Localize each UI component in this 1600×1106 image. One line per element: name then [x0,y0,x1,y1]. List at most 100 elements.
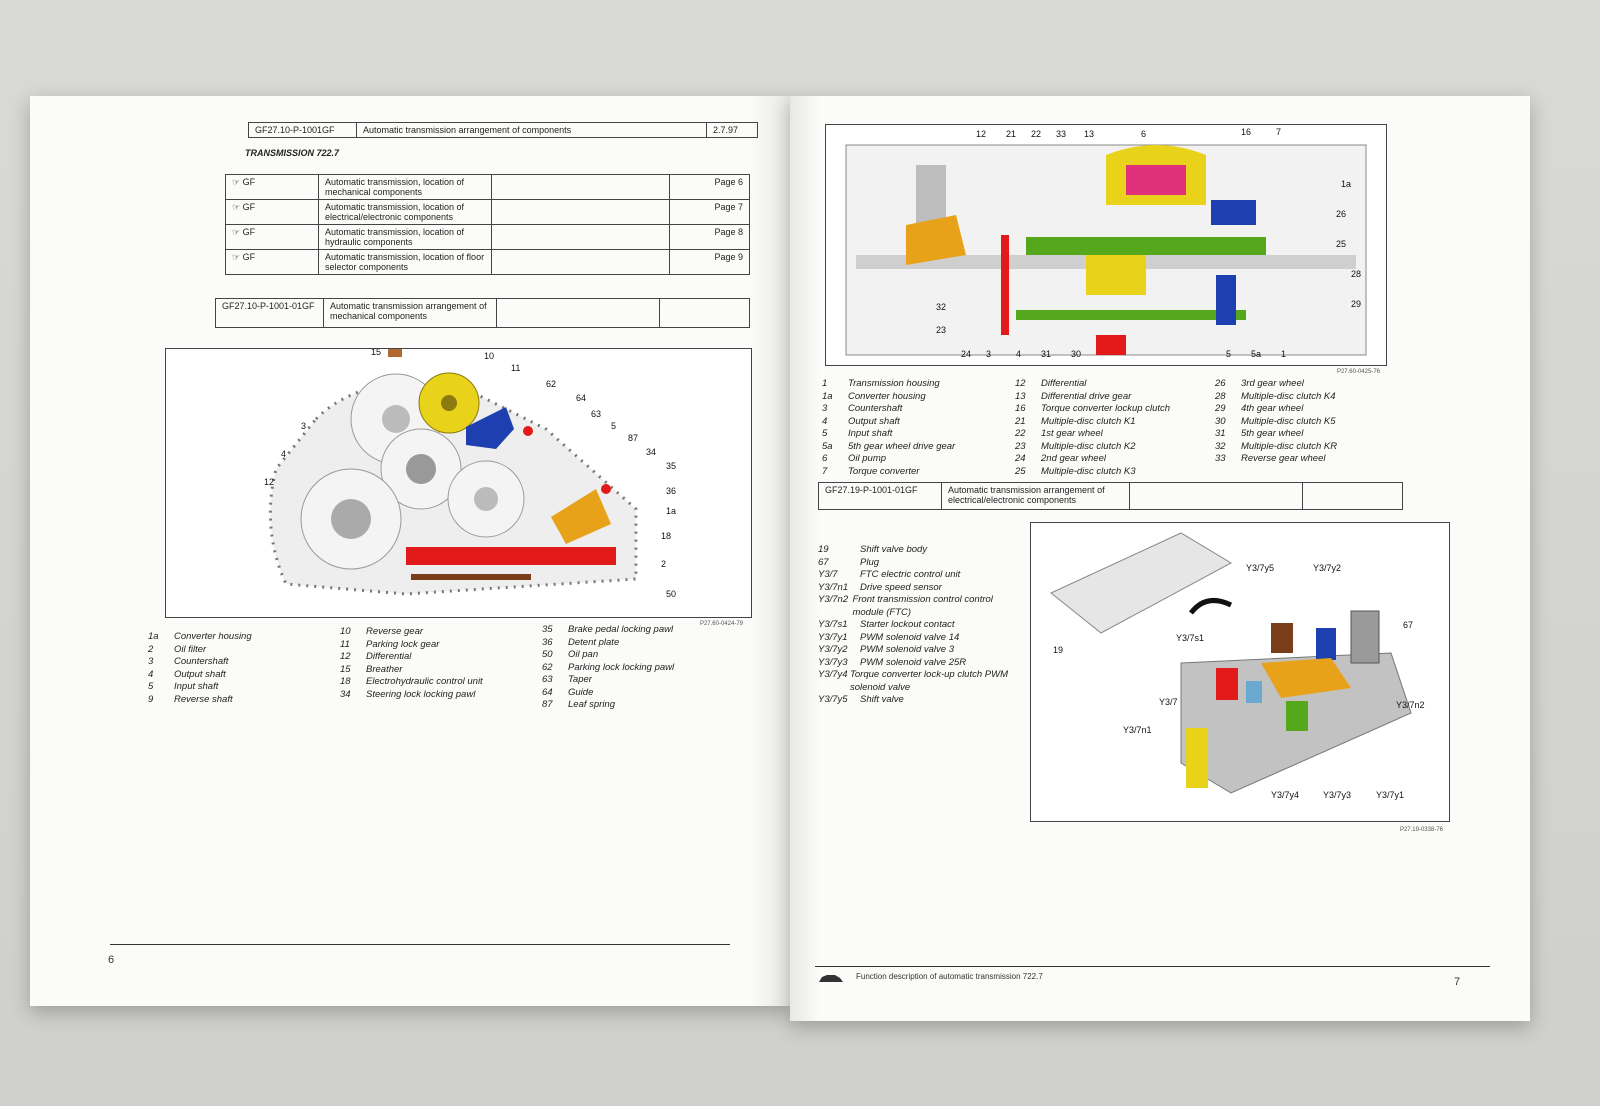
legend-text: 5th gear wheel drive gear [848,440,956,452]
figure-label: 1 [1281,349,1286,359]
header-code: GF27.10-P-1001GF [248,122,357,138]
legend-text: 3rd gear wheel [1241,378,1304,389]
legend-num: Y3/7y2 [818,644,848,655]
legend-text: Converter housing [174,631,252,642]
legend-text: PWM solenoid valve 14 [860,631,960,643]
legend-text: Shift valve [860,694,904,705]
figure-label: Y3/7n2 [1396,700,1425,710]
figure-label: Y3/7s1 [1176,633,1204,643]
legend-text: Breather [366,663,403,675]
legend-text: Parking lock locking pawl [568,661,675,673]
legend-num: 12 [340,651,351,662]
legend-num: 62 [542,661,553,673]
legend-text: Detent plate [568,636,620,648]
section-table: GF27.10-P-1001-01GF Automatic transmissi… [215,298,750,328]
legend-text: Transmission housing [848,378,940,389]
legend-text: Multiple-disc clutch K1 [1041,415,1136,427]
index-desc: Automatic transmission, location of mech… [318,174,492,200]
legend-num: 1a [822,390,833,402]
legend-text: Starter lockout contact [860,619,955,630]
legend-num: 2 [148,643,154,655]
legend-text: Output shaft [848,415,900,427]
legend-num: 87 [542,699,553,710]
legend-text: Reverse shaft [174,693,233,705]
page-number-left: 6 [108,954,115,966]
legend-num: 3 [822,403,828,414]
legend-text: Electrohydraulic control unit [366,676,483,687]
legend-num: Y3/7n1 [818,581,849,593]
figure-label: 3 [986,349,991,359]
figure-label: 28 [1351,269,1361,279]
legend-num: 67 [818,556,829,568]
legend-num: 5 [148,681,154,692]
legend-num: 26 [1215,378,1226,389]
subtitle: TRANSMISSION 722.7 [245,148,340,158]
legend-num: 16 [1015,403,1026,414]
figure-label: 33 [1056,129,1066,139]
figure-label: 29 [1351,299,1361,309]
legend-item: 1a Converter housing [822,391,1022,404]
legend-num: Y3/7y1 [818,631,848,643]
figure-label: Y3/7y4 [1271,790,1299,800]
header-title: Automatic transmission arrangement of co… [356,122,707,138]
figure-label: 13 [1084,129,1094,139]
mechanical-diagram: 15910116264635873435361a182503412 [264,339,676,599]
index-ref: ☞ GF [225,199,319,225]
legend-text: Multiple-disc clutch K2 [1041,440,1136,452]
index-page: Page 7 [669,199,750,225]
legend-text: Converter housing [848,390,926,402]
legend-num: 9 [148,693,154,705]
figure-label: 35 [666,461,676,471]
legend-text: Multiple-disc clutch K5 [1241,415,1336,427]
legend-text: Input shaft [848,428,893,439]
legend-num: 29 [1215,403,1226,414]
figure-label: 15 [371,349,381,357]
index-desc: Automatic transmission, location of floo… [318,249,492,275]
legend-num: 22 [1015,428,1026,439]
legend-num: 3 [148,656,154,667]
figure-label: 4 [281,449,286,459]
index-ref: ☞ GF [225,174,319,200]
index-ref: ☞ GF [225,249,319,275]
legend-item: Y3/7s1 Starter lockout contact [818,619,1018,632]
figure-label: 2 [661,559,666,569]
legend-text: Drive speed sensor [860,581,942,593]
figure-label: 87 [628,433,638,443]
legend-num: Y3/7s1 [818,619,848,630]
legend-text: Countershaft [848,403,903,414]
index-page: Page 8 [669,224,750,250]
legend-num: 5 [822,428,828,439]
index-ref: ☞ GF [225,224,319,250]
legend-num: 34 [340,688,351,700]
figure-label: 34 [646,447,656,457]
legend-text: Differential [1041,378,1087,389]
figure-label: Y3/7y1 [1376,790,1404,800]
legend-text: Front transmission control control modul… [852,594,993,618]
legend-text: Torque converter lock-up clutch PWM sole… [849,669,1008,693]
figure-label: 4 [1016,349,1021,359]
